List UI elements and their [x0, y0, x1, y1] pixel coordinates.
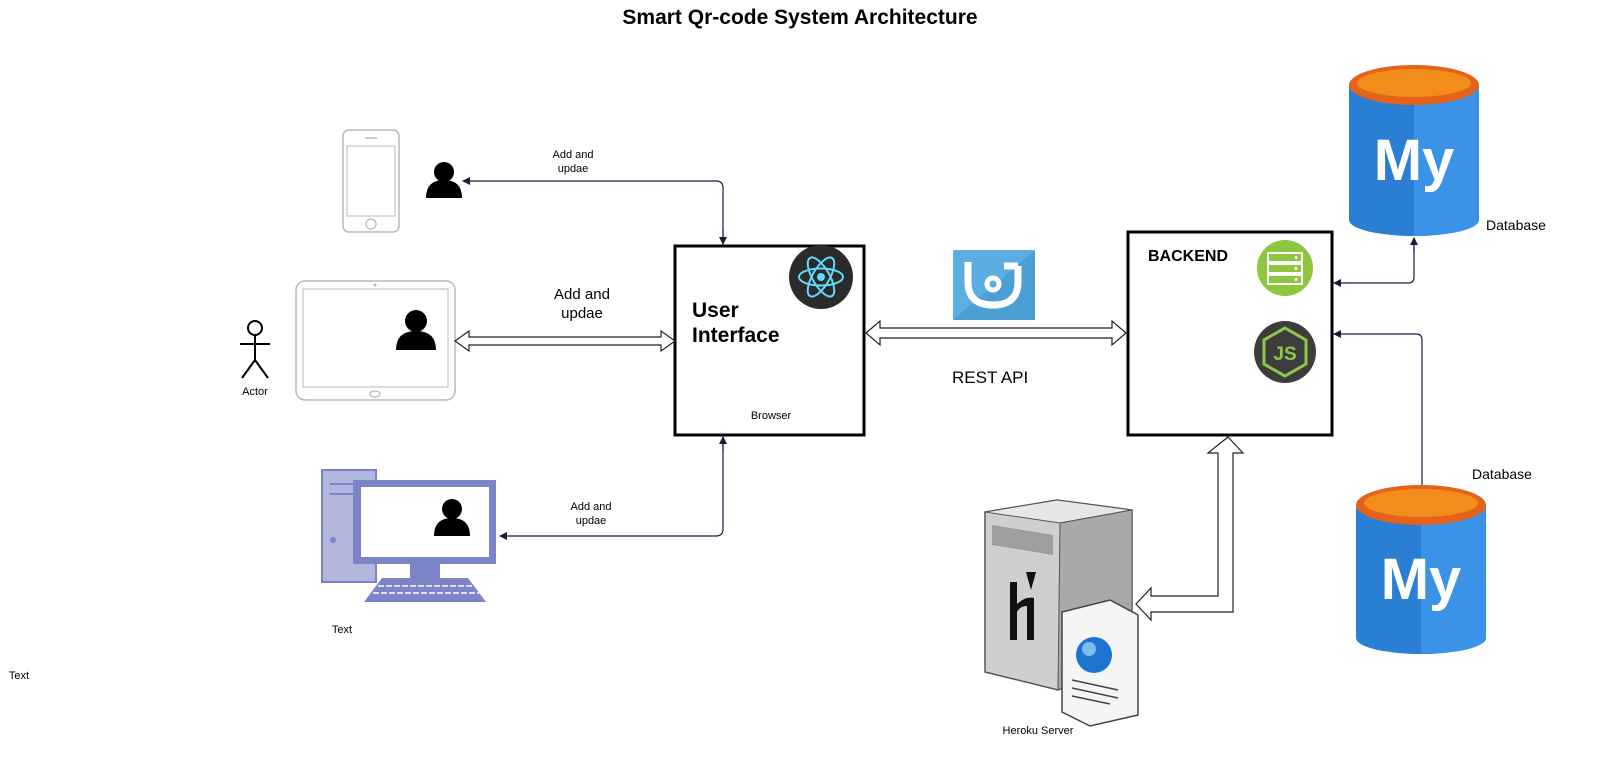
- heroku-server-icon: [984, 499, 1139, 727]
- db-logo-bottom: My: [1381, 547, 1462, 612]
- desktop-caption: Text: [331, 624, 353, 636]
- phone-edge-label: Add and updae: [552, 149, 594, 175]
- heroku-label: Heroku Server: [1002, 725, 1074, 737]
- react-icon: [789, 245, 853, 309]
- corner-text: Text: [8, 670, 30, 682]
- desktop-ui-connector: [499, 437, 724, 540]
- user-icon: [396, 310, 436, 350]
- desktop-edge-label: Add and updae: [570, 501, 612, 527]
- nodejs-icon: JS: [1254, 321, 1316, 383]
- rest-api-icon: [953, 250, 1035, 320]
- phone-ui-connector: [462, 177, 724, 244]
- ui-backend-arrow: [865, 319, 1127, 347]
- db-logo-top: My: [1374, 128, 1455, 193]
- phone-icon: [342, 129, 400, 233]
- database-icon: My: [1349, 65, 1479, 236]
- backend-db-top-connector: [1333, 238, 1415, 287]
- backend-db-bottom-connector: [1333, 330, 1423, 485]
- tablet-ui-arrow: [453, 329, 677, 353]
- database-bottom-label: Database: [1472, 466, 1532, 482]
- database-top-label: Database: [1486, 217, 1546, 233]
- backend-heroku-arrow: [1135, 436, 1245, 622]
- svg-text:JS: JS: [1273, 344, 1296, 365]
- user-interface-label: User Interface: [692, 299, 780, 347]
- tablet-edge-label: Add and updae: [554, 286, 610, 322]
- desktop-icon: [321, 469, 496, 602]
- server-icon: [1257, 240, 1313, 296]
- actor-label: Actor: [242, 386, 268, 398]
- rest-api-label: REST API: [952, 368, 1029, 387]
- backend-label: BACKEND: [1148, 248, 1228, 265]
- user-icon: [434, 499, 470, 536]
- user-icon: [426, 162, 462, 198]
- actor-icon: [240, 320, 270, 379]
- diagram-title: Smart Qr-code System Architecture: [622, 6, 978, 29]
- browser-label: Browser: [750, 410, 792, 422]
- database-icon: My: [1356, 485, 1486, 654]
